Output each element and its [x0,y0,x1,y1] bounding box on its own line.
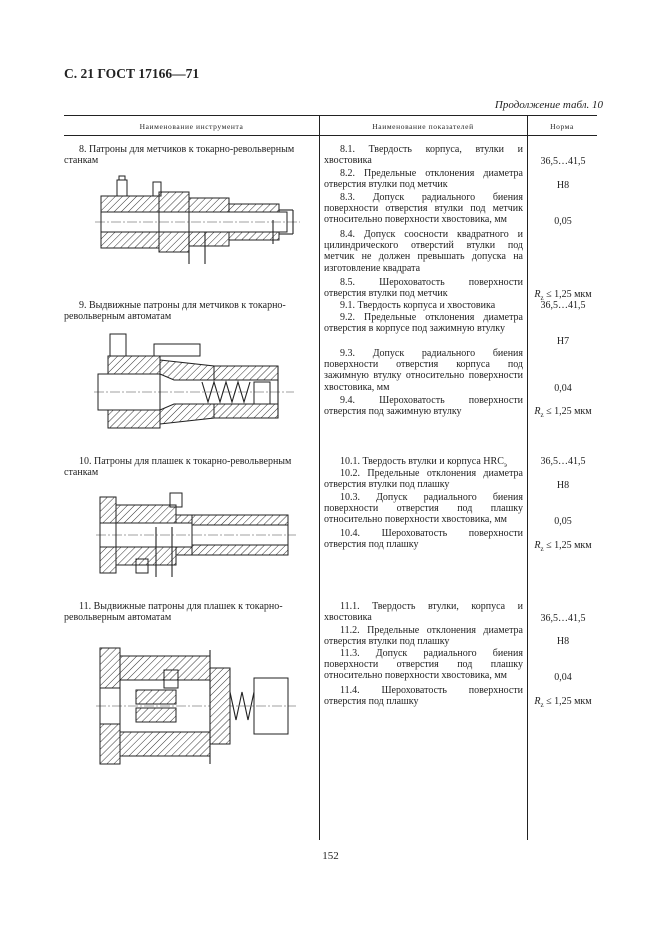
table-continuation-label: Продолжение табл. 10 [494,99,603,111]
page-header: С. 21 ГОСТ 17166—71 [64,66,200,81]
indicator-10-3: 10.3. Допуск радиального биения поверхно… [324,492,523,526]
indicator-11-1: 11.1. Твердость втулки, корпуса и хвосто… [324,601,523,624]
roughness-symbol: R [534,696,541,707]
indicator-8-1: 8.1. Твердость корпуса, втулки и хвостов… [324,144,523,167]
roughness-subscript: z [540,294,544,302]
norm-11-4-value: ≤ 1,25 мкм [546,696,592,707]
table-top-rule [64,115,597,116]
norm-8-5: Rz ≤ 1,25 мкм [530,289,596,304]
norm-8-2: H8 [556,180,570,191]
indicator-9-3: 9.3. Допуск радиального биения поверхнос… [324,348,523,393]
column-header-name: Наименование инструмента [139,122,244,131]
norm-11-4: Rz ≤ 1,25 мкм [530,696,596,711]
norm-9-2: H7 [556,336,570,347]
tool-name-8: 8. Патроны для метчиков к токарно-револь… [64,144,295,167]
norm-9-4-value: ≤ 1,25 мкм [546,406,592,417]
norm-10-4-value: ≤ 1,25 мкм [546,540,592,551]
norm-11-1: 36,5…41,5 [540,613,586,624]
norm-10-4: Rz ≤ 1,25 мкм [530,540,596,555]
table-column-divider-1 [319,115,320,840]
norm-11-2: H8 [556,636,570,647]
roughness-symbol: R [534,540,541,551]
indicator-8-3: 8.3. Допуск радиального биения поверхнос… [324,192,523,226]
norm-10-1: 36,5…41,5 [540,456,586,467]
column-header-norm: Норма [550,122,574,131]
indicator-9-1: 9.1. Твердость корпуса и хвостовика [340,300,496,311]
norm-8-5-value: ≤ 1,25 мкм [546,289,592,300]
indicator-8-5: 8.5. Шероховатость поверхности отверстия… [324,277,523,300]
indicator-10-4: 10.4. Шероховатость поверхности отверсти… [324,528,523,551]
sliding-tap-chuck-drawing [94,333,294,429]
page-number: 152 [322,850,339,862]
table-header-rule [64,135,597,136]
roughness-subscript: z [540,411,544,419]
table-column-divider-2 [527,115,528,840]
indicator-10-1: 10.1. Твердость втулки и корпуса HRCэ [324,456,523,471]
indicator-9-4: 9.4. Шероховатость поверхности отверстия… [324,395,523,418]
roughness-symbol: R [534,289,541,300]
norm-9-3: 0,04 [554,383,572,394]
die-chuck-drawing [96,492,296,577]
indicator-11-4: 11.4. Шероховатость поверхности отверсти… [324,685,523,708]
tap-chuck-drawing [95,175,300,264]
indicator-11-2: 11.2. Предельные отклонения диаметра отв… [324,625,523,648]
tool-name-10: 10. Патроны для плашек к токарно-револьв… [64,456,292,479]
norm-11-3: 0,04 [554,672,572,683]
sliding-die-chuck-drawing [96,647,296,765]
norm-9-4: Rz ≤ 1,25 мкм [530,406,596,421]
indicator-10-2: 10.2. Предельные отклонения диаметра отв… [324,468,523,491]
norm-8-1: 36,5…41,5 [540,156,586,167]
indicator-8-2: 8.2. Предельные отклонения диаметра отве… [324,168,523,191]
roughness-subscript: z [540,701,544,709]
norm-9-1: 36,5…41,5 [540,300,586,311]
hrc-subscript: э [503,461,507,469]
roughness-symbol: R [534,406,541,417]
indicator-8-4: 8.4. Допуск соосности квадратного и цили… [324,229,523,274]
tool-name-9: 9. Выдвижные патроны для метчиков к тока… [64,300,286,323]
roughness-subscript: z [540,545,544,553]
column-header-indicator: Наименование показателей [372,122,474,131]
tool-name-11: 11. Выдвижные патроны для плашек к токар… [64,601,283,624]
norm-8-3: 0,05 [554,216,572,227]
norm-10-3: 0,05 [554,516,572,527]
indicator-10-1-text: 10.1. Твердость втулки и корпуса HRC [340,456,504,467]
norm-10-2: H8 [556,480,570,491]
indicator-11-3: 11.3. Допуск радиального биения поверхно… [324,648,523,682]
indicator-9-2: 9.2. Предельные отклонения диаметра отве… [324,312,523,335]
